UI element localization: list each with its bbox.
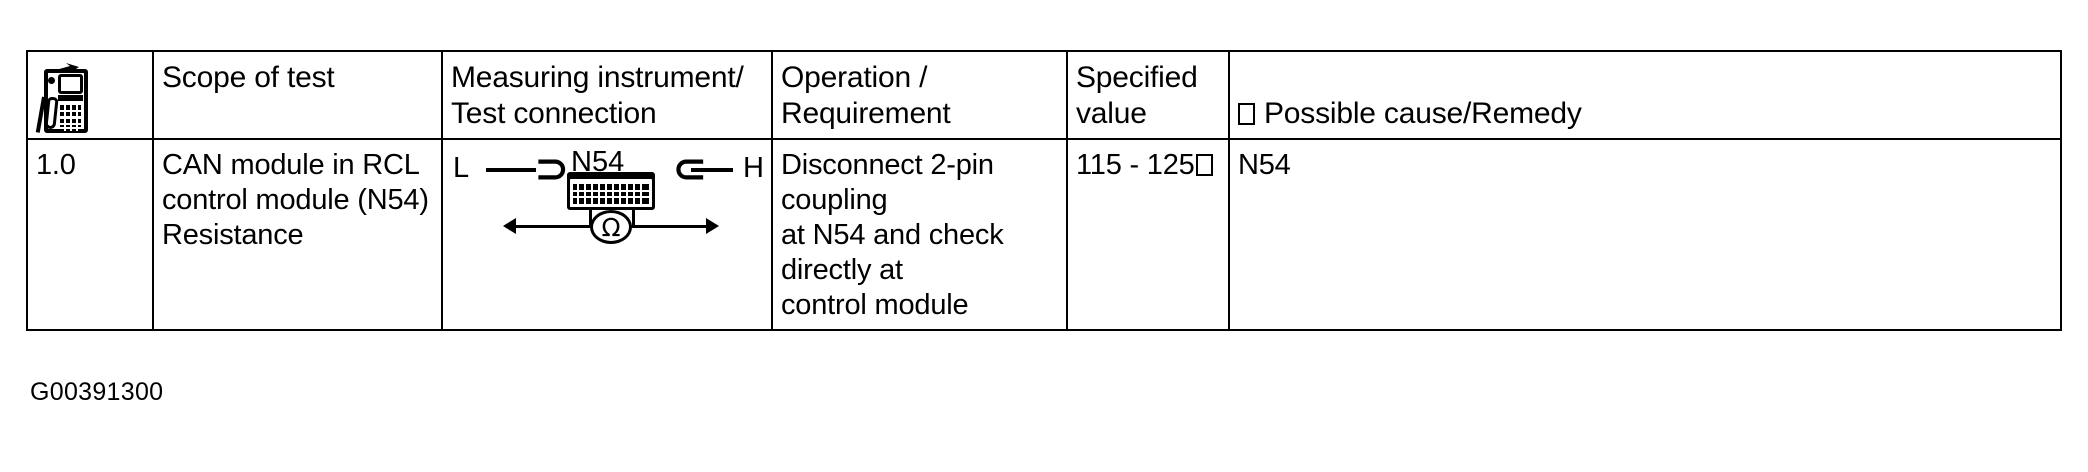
header-cell-icon xyxy=(26,50,154,140)
cell-measuring-diagram: L ⊃ N54 ⊂ H xyxy=(441,138,773,331)
wire-left xyxy=(486,168,536,172)
test-connection-diagram: L ⊃ N54 ⊂ H xyxy=(451,148,769,248)
connector-pins-icon xyxy=(573,184,649,204)
ohmmeter-symbol-icon: Ω xyxy=(590,210,632,244)
connector-left-icon: ⊃ xyxy=(535,147,569,191)
cell-possible-cause: N54 xyxy=(1228,138,2062,331)
header-label-possible-cause-wrap: Possible cause/Remedy xyxy=(1230,52,2060,138)
header-label-measuring: Measuring instrument/ Test connection xyxy=(451,61,744,130)
step-number: 1.0 xyxy=(36,149,76,181)
header-cell-possible-cause: Possible cause/Remedy xyxy=(1228,50,2062,140)
scope-of-test-text: CAN module in RCL control module (N54) R… xyxy=(162,149,429,251)
figure-caption: G00391300 xyxy=(30,378,164,406)
component-label-n54: N54 xyxy=(571,146,625,178)
ohmmeter-lead-right xyxy=(631,225,711,228)
arrowhead-left-icon xyxy=(503,218,516,234)
header-label-scope: Scope of test xyxy=(162,61,335,94)
connector-right-icon: ⊂ xyxy=(673,147,707,191)
cell-step-number: 1.0 xyxy=(26,138,154,331)
arrowhead-right-icon xyxy=(706,218,719,234)
specified-value-text: 115 - 125 xyxy=(1076,149,1195,181)
header-label-possible-cause: Possible cause/Remedy xyxy=(1264,97,1582,130)
connector-housing-top xyxy=(567,172,655,179)
possible-cause-text: N54 xyxy=(1238,149,1291,181)
wire-right xyxy=(691,168,733,172)
terminal-label-left: L xyxy=(453,152,470,184)
header-cell-measuring: Measuring instrument/ Test connection xyxy=(441,50,773,140)
header-label-operation: Operation / Requirement xyxy=(781,61,951,130)
operation-requirement-text: Disconnect 2-pin coupling at N54 and che… xyxy=(781,149,1004,321)
table-header-row: Scope of test Measuring instrument/ Test… xyxy=(26,50,2062,140)
ohm-unit-missing-glyph-icon xyxy=(1195,154,1213,176)
header-label-specified-value: Specified value xyxy=(1076,61,1198,130)
cell-specified-value: 115 - 125 xyxy=(1066,138,1230,331)
table-row: 1.0 CAN module in RCL control module (N5… xyxy=(26,138,2062,331)
header-cell-scope: Scope of test xyxy=(152,50,443,140)
multimeter-icon xyxy=(35,61,92,135)
cell-scope-of-test: CAN module in RCL control module (N54) R… xyxy=(152,138,443,331)
header-cell-operation: Operation / Requirement xyxy=(771,50,1068,140)
ohmmeter-lead-left xyxy=(511,225,591,228)
cell-operation-requirement: Disconnect 2-pin coupling at N54 and che… xyxy=(771,138,1068,331)
specified-value-wrap: 115 - 125 xyxy=(1068,140,1228,189)
header-cell-specified-value: Specified value xyxy=(1066,50,1230,140)
diagnostic-test-table: Scope of test Measuring instrument/ Test… xyxy=(26,50,2062,331)
missing-glyph-box-icon xyxy=(1238,103,1255,125)
terminal-label-right: H xyxy=(743,152,764,184)
